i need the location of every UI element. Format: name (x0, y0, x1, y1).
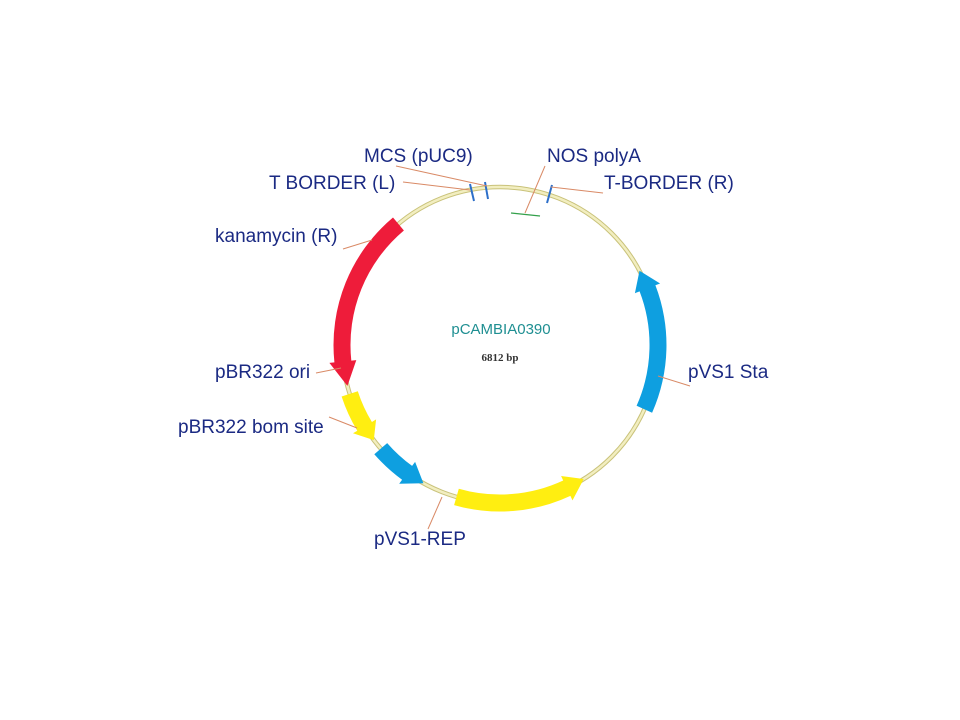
bom-leader (328, 416, 358, 429)
mcs-label: MCS (pUC9) (364, 146, 473, 167)
mcs-tick (484, 181, 489, 200)
t-border-l-leader (402, 181, 471, 191)
ori-leader (315, 367, 342, 374)
feature-labels: T BORDER (L) MCS (pUC9) NOS polyA T-BORD… (178, 146, 769, 550)
t-border-l-tick (469, 183, 475, 202)
rep-leader (427, 496, 443, 530)
t-border-r-tick (546, 184, 553, 204)
pvs1-sta-arrow (634, 270, 667, 413)
mcs-leader (395, 165, 488, 187)
pvs1-rep-arrow (454, 476, 584, 512)
site-ticks (469, 181, 553, 217)
pvs1-sta-label: pVS1 Sta (688, 362, 769, 383)
kanamycin-label: kanamycin (R) (215, 226, 337, 247)
feature-arcs (329, 217, 667, 512)
pbr322-bom-label: pBR322 bom site (178, 417, 324, 438)
plasmid-name: pCAMBIA0390 (451, 321, 550, 338)
nos-polya-label: NOS polyA (547, 146, 641, 167)
nos-polya-tick (510, 212, 541, 217)
pbr322-ori-arrow (341, 391, 377, 441)
plasmid-size: 6812 bp (482, 352, 519, 364)
t-border-l-label: T BORDER (L) (269, 173, 395, 194)
leader-lines (315, 165, 691, 530)
kanamycin-arrow (329, 217, 404, 386)
sta-leader (657, 375, 691, 387)
t-border-r-label: T-BORDER (R) (604, 173, 734, 194)
pbr322-ori-label: pBR322 ori (215, 362, 310, 383)
pbr322-bom-arrow (374, 443, 424, 484)
nos-polya-leader (524, 165, 546, 214)
kanamycin-leader (342, 239, 373, 250)
t-border-r-leader (550, 186, 604, 194)
pvs1-rep-label: pVS1-REP (374, 529, 466, 550)
